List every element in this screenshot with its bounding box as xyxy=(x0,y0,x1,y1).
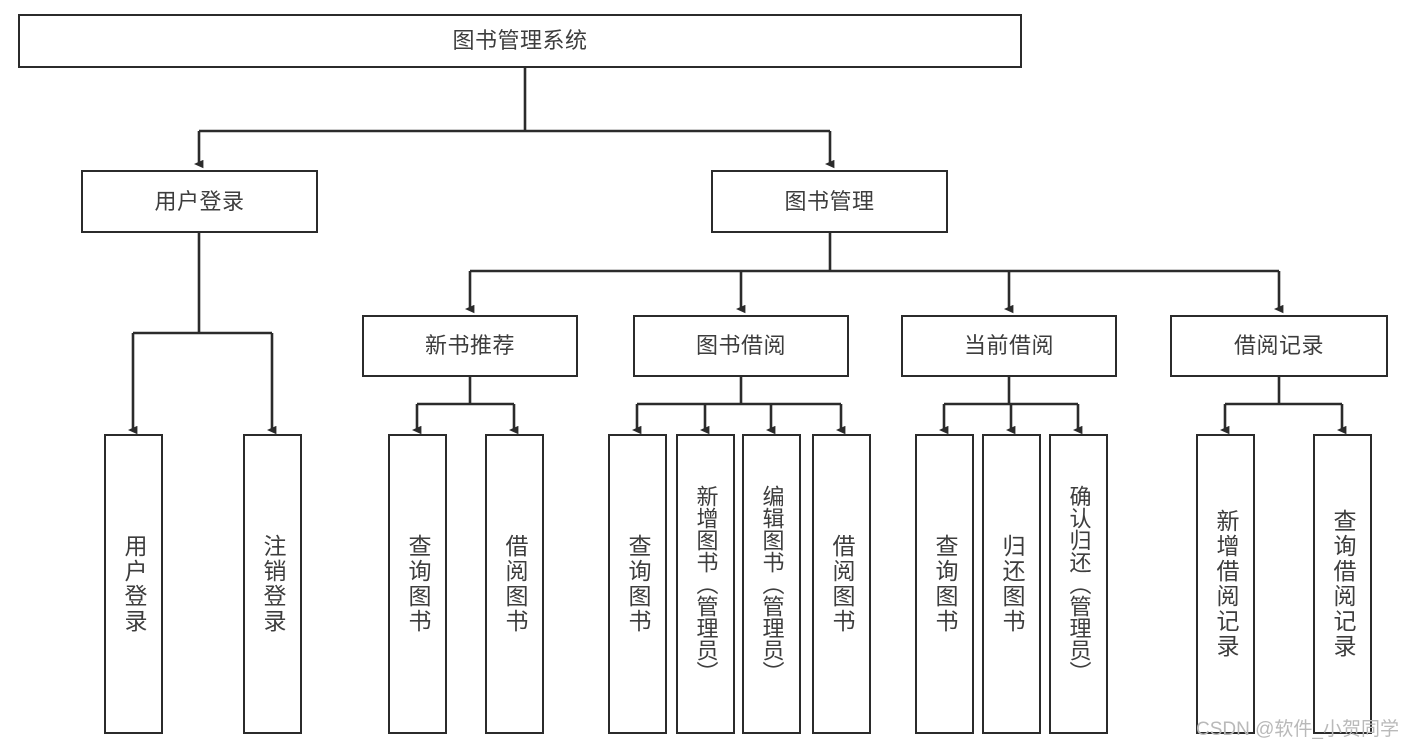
leaf-return-book[interactable]: 归还图书 xyxy=(982,434,1041,734)
node-label: 用户登录 xyxy=(121,534,147,634)
node-label: 新增图书（管理员） xyxy=(693,485,719,683)
leaf-add-book-admin[interactable]: 新增图书（管理员） xyxy=(676,434,735,734)
node-label: 借阅图书 xyxy=(829,534,855,634)
leaf-query-book-recommend[interactable]: 查询图书 xyxy=(388,434,447,734)
node-current-borrow[interactable]: 当前借阅 xyxy=(901,315,1117,377)
node-label: 图书管理 xyxy=(784,188,875,214)
leaf-confirm-return-admin[interactable]: 确认归还（管理员） xyxy=(1049,434,1108,734)
node-root-book-management-system[interactable]: 图书管理系统 xyxy=(18,14,1022,68)
node-label: 归还图书 xyxy=(999,534,1025,634)
leaf-add-borrow-record[interactable]: 新增借阅记录 xyxy=(1196,434,1255,734)
node-label: 用户登录 xyxy=(154,188,245,214)
node-label: 新增借阅记录 xyxy=(1213,509,1239,659)
node-new-book-recommend[interactable]: 新书推荐 xyxy=(362,315,578,377)
node-label: 查询图书 xyxy=(932,534,958,634)
leaf-query-book-current[interactable]: 查询图书 xyxy=(915,434,974,734)
node-label: 查询图书 xyxy=(625,534,651,634)
node-label: 查询借阅记录 xyxy=(1330,509,1356,659)
node-label: 当前借阅 xyxy=(963,333,1054,359)
leaf-query-borrow-record[interactable]: 查询借阅记录 xyxy=(1313,434,1372,734)
leaf-user-login[interactable]: 用户登录 xyxy=(104,434,163,734)
node-label: 编辑图书（管理员） xyxy=(759,485,785,683)
node-label: 图书借阅 xyxy=(695,333,786,359)
node-label: 图书管理系统 xyxy=(452,28,588,54)
leaf-borrow-book[interactable]: 借阅图书 xyxy=(812,434,871,734)
node-borrow-records[interactable]: 借阅记录 xyxy=(1170,315,1388,377)
leaf-borrow-book-recommend[interactable]: 借阅图书 xyxy=(485,434,544,734)
leaf-query-book-borrow[interactable]: 查询图书 xyxy=(608,434,667,734)
node-label: 注销登录 xyxy=(260,534,286,634)
node-book-management[interactable]: 图书管理 xyxy=(711,170,948,233)
node-label: 借阅图书 xyxy=(502,534,528,634)
leaf-edit-book-admin[interactable]: 编辑图书（管理员） xyxy=(742,434,801,734)
leaf-logout[interactable]: 注销登录 xyxy=(243,434,302,734)
node-label: 查询图书 xyxy=(405,534,431,634)
node-user-login[interactable]: 用户登录 xyxy=(81,170,318,233)
node-label: 借阅记录 xyxy=(1233,333,1324,359)
node-label: 新书推荐 xyxy=(424,333,515,359)
node-book-borrow[interactable]: 图书借阅 xyxy=(633,315,849,377)
csdn-watermark: CSDN @软件_小贺同学 xyxy=(1196,719,1399,740)
node-label: 确认归还（管理员） xyxy=(1066,485,1092,683)
